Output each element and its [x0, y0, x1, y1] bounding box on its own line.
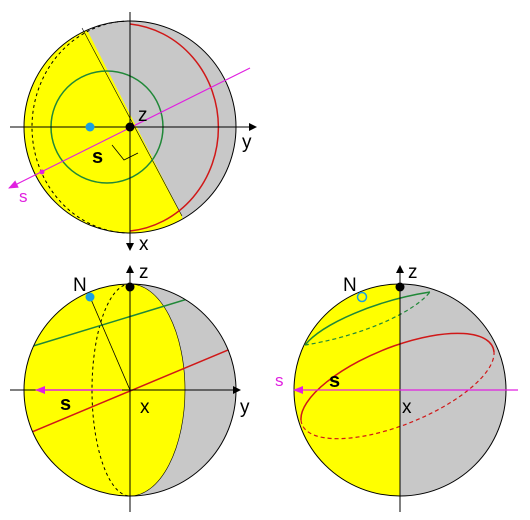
side-label-z: z [139, 262, 149, 283]
front-label-z: z [408, 262, 418, 283]
side-label-s-bold: s [60, 393, 71, 415]
top-label-y: y [242, 132, 252, 153]
top-sun-vector-intersection [39, 169, 45, 175]
front-top-dot [395, 282, 405, 292]
side-north-radius [89, 296, 131, 391]
side-view: z N y x s [10, 262, 250, 512]
top-label-x: x [139, 234, 149, 255]
side-label-x: x [140, 397, 150, 418]
top-label-s-vector: s [19, 187, 28, 206]
front-label-s-vector: s [275, 371, 284, 390]
side-label-n: N [73, 275, 87, 296]
side-north-dot [85, 292, 95, 302]
top-label-s-bold: s [92, 146, 103, 168]
front-label-n: N [343, 275, 357, 296]
top-sphere-lit-region [24, 21, 184, 233]
top-terminator-line [81, 27, 183, 217]
side-dashed-meridian [91, 283, 131, 497]
top-north-dot [85, 122, 95, 132]
side-label-y: y [240, 397, 250, 418]
top-view: z y x s s [8, 12, 257, 255]
front-label-s-bold: s [329, 370, 340, 392]
front-green-orbit-back [304, 291, 431, 346]
front-green-orbit-front [304, 291, 431, 346]
top-center-dot [125, 122, 135, 132]
top-right-angle-mark [111, 144, 139, 161]
side-top-dot [125, 282, 135, 292]
front-red-orbit-front [300, 332, 495, 421]
front-north-marker [356, 291, 368, 303]
front-view: z N x s s [275, 262, 518, 512]
top-label-z: z [138, 105, 148, 126]
front-label-x: x [402, 397, 412, 418]
